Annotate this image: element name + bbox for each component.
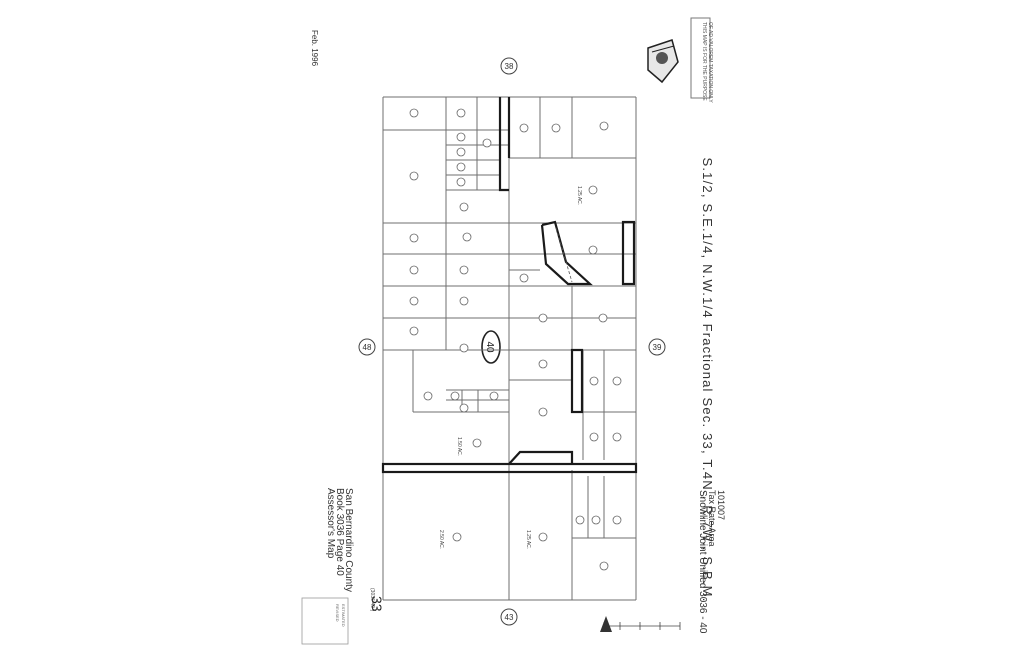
section-number: 33 bbox=[369, 596, 385, 612]
parcel-marker bbox=[459, 296, 469, 306]
adjacent-page-bottom[interactable]: 39 bbox=[648, 338, 666, 356]
north-arrow-icon bbox=[600, 616, 612, 632]
disclaimer-line1: THIS MAP IS FOR THE PURPOSE bbox=[701, 22, 707, 101]
parcel-marker bbox=[409, 326, 419, 336]
parcel-marker bbox=[459, 343, 469, 353]
section-number-text: 33 bbox=[369, 596, 385, 612]
parcel-marker bbox=[599, 561, 609, 571]
tax-rate-area: Snowline Joint Unified 3036 - 40 Tax Rat… bbox=[697, 490, 726, 634]
parcel-marker bbox=[519, 273, 529, 283]
parcel-marker bbox=[588, 185, 598, 195]
date-stamp: Feb. 1996 bbox=[310, 30, 319, 67]
acreage-label: 1.25 AC. bbox=[525, 530, 531, 549]
parcel-marker bbox=[472, 438, 482, 448]
parcel-marker bbox=[409, 108, 419, 118]
scale-bar bbox=[603, 622, 681, 630]
acreage-labels: 1.25 AC. 2.50 AC. 1.25 AC. 1.50 AC. bbox=[438, 186, 582, 549]
adjacent-right-label: 43 bbox=[505, 613, 514, 622]
road-centerline bbox=[555, 227, 573, 283]
disclaimer-line2: OF AD VALOREM TAXATION ONLY bbox=[707, 22, 713, 103]
adjacent-page-left[interactable]: 48 bbox=[358, 338, 376, 356]
tax-rate-line1: Snowline Joint Unified 3036 - 40 bbox=[697, 490, 708, 634]
parcel-marker bbox=[591, 515, 601, 525]
acreage-label: 1.50 AC. bbox=[456, 437, 462, 456]
parcel-marker bbox=[589, 376, 599, 386]
revision-text: REVISED ESTIMATED bbox=[335, 604, 346, 627]
parcel-marker bbox=[538, 359, 548, 369]
parcel-marker bbox=[612, 432, 622, 442]
parcel-marker bbox=[538, 313, 548, 323]
parcel-marker bbox=[450, 391, 460, 401]
adjacent-left-label: 48 bbox=[363, 343, 372, 352]
parcel-marker bbox=[538, 407, 548, 417]
parcel-marker bbox=[409, 265, 419, 275]
parcel-marker bbox=[599, 121, 609, 131]
adjacent-top-label: 38 bbox=[505, 62, 514, 71]
adjacent-page-right[interactable]: 43 bbox=[500, 608, 518, 626]
parcel-marker bbox=[459, 202, 469, 212]
parcel-marker bbox=[551, 123, 561, 133]
parcel-marker bbox=[456, 108, 466, 118]
adjacent-bottom-label: 39 bbox=[653, 343, 662, 352]
acreage-label: 1.25 AC. bbox=[576, 186, 582, 205]
page-number-text: 40 bbox=[484, 341, 495, 353]
parcel-marker bbox=[452, 532, 462, 542]
title-text: S.1/2, S.E.1/4, N.W.1/4 Fractional Sec. … bbox=[700, 157, 715, 602]
date-text: Feb. 1996 bbox=[310, 30, 319, 67]
parcel-marker bbox=[459, 403, 469, 413]
seal-icon bbox=[647, 39, 679, 84]
disclaimer-box bbox=[690, 17, 711, 99]
assessor-line1: Assessor's Map bbox=[325, 488, 336, 559]
parcel-marker bbox=[456, 147, 466, 157]
parcel-marker bbox=[456, 132, 466, 142]
parcel-marker bbox=[612, 515, 622, 525]
acreage-label: 2.50 AC. bbox=[438, 530, 444, 549]
parcel-marker bbox=[598, 313, 608, 323]
revision-line2: ESTIMATED bbox=[341, 604, 346, 627]
parcel-boundary bbox=[382, 96, 637, 601]
parcel-marker bbox=[482, 138, 492, 148]
map-title: S.1/2, S.E.1/4, N.W.1/4 Fractional Sec. … bbox=[700, 157, 715, 602]
parcel-marker bbox=[423, 391, 433, 401]
disclaimer-text: THIS MAP IS FOR THE PURPOSE OF AD VALORE… bbox=[701, 22, 713, 103]
parcel-marker bbox=[489, 391, 499, 401]
adjacent-page-top[interactable]: 38 bbox=[500, 57, 518, 75]
parcel-marker bbox=[409, 296, 419, 306]
parcel-marker bbox=[409, 233, 419, 243]
parcel-markers bbox=[409, 108, 622, 571]
parcel-marker bbox=[456, 177, 466, 187]
tax-rate-line3: 101007 bbox=[716, 490, 726, 520]
parcel-marker bbox=[538, 532, 548, 542]
revision-line1: REVISED bbox=[335, 604, 340, 622]
parcel-marker bbox=[456, 162, 466, 172]
parcel-marker bbox=[459, 265, 469, 275]
parcel-marker bbox=[575, 515, 585, 525]
parcel-marker bbox=[612, 376, 622, 386]
parcel-marker bbox=[588, 245, 598, 255]
parcel-marker bbox=[519, 123, 529, 133]
parcel-marker bbox=[462, 232, 472, 242]
parcel-marker bbox=[409, 171, 419, 181]
scale-note: (3036-40-) bbox=[369, 588, 375, 612]
assessor-block: Assessor's Map Book 3036 Page 40 San Ber… bbox=[325, 488, 354, 592]
parcel-marker bbox=[589, 432, 599, 442]
assessor-line2: Book 3036 Page 40 bbox=[334, 488, 345, 576]
revision-box bbox=[301, 597, 349, 645]
heavy-boundary bbox=[381, 97, 638, 474]
page-number-badge: 40 bbox=[481, 330, 501, 364]
scale-note-text: (3036-40-) bbox=[369, 588, 375, 612]
assessor-line3: San Bernardino County bbox=[343, 488, 354, 592]
tax-rate-line2: Tax Rate Area bbox=[707, 490, 717, 547]
